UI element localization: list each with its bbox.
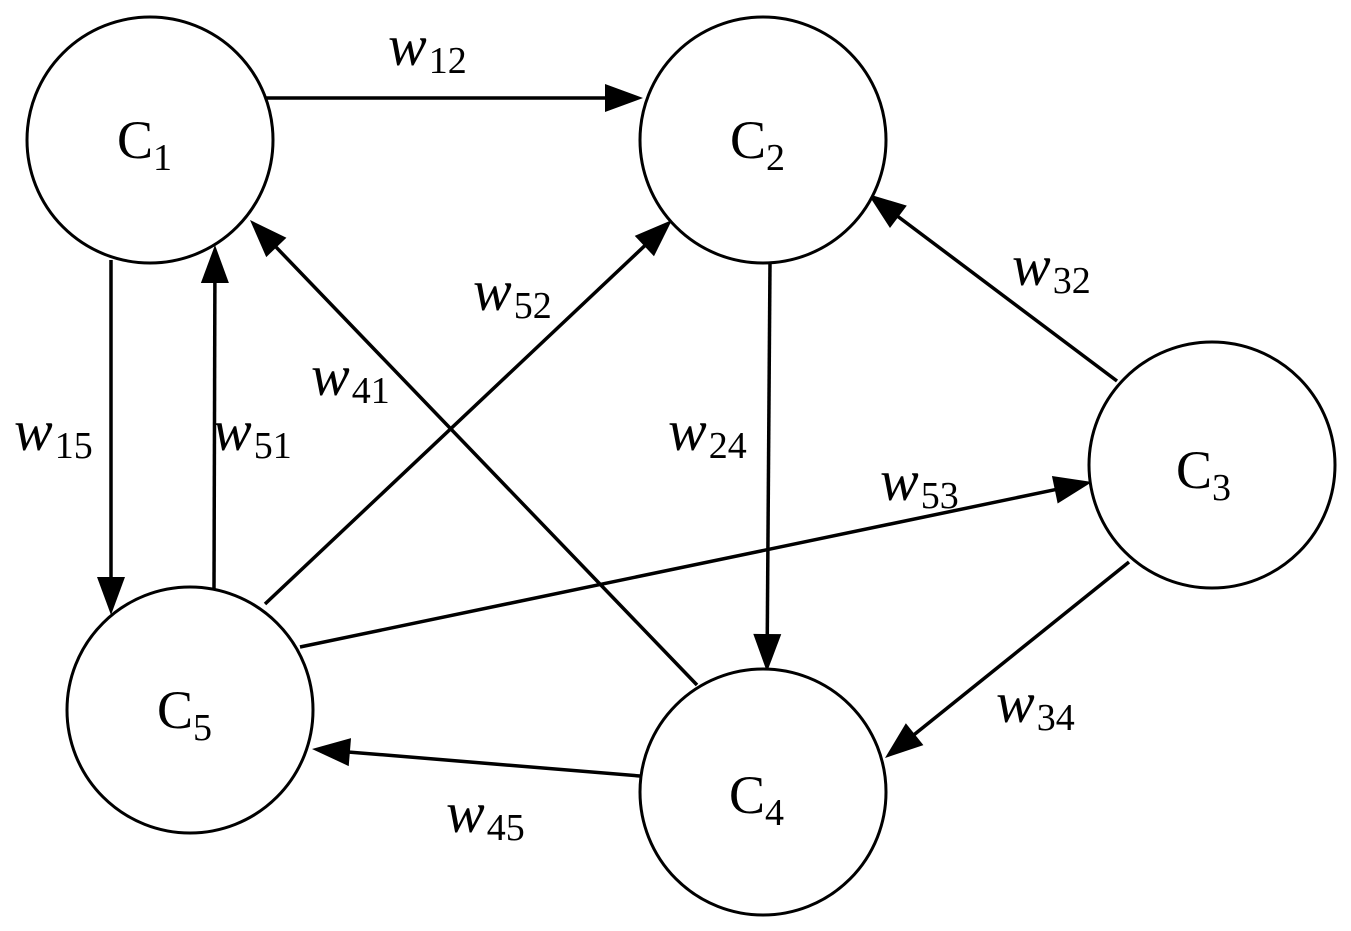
edge-subscript: 34 — [1037, 697, 1075, 739]
edge-label-w12: w12 — [388, 13, 467, 82]
node-label-c5: C5 — [157, 680, 212, 749]
node-c4: C4 — [638, 667, 888, 917]
edge-label-w32: w32 — [1012, 233, 1091, 302]
edge-label-w41: w41 — [311, 343, 390, 412]
node-subscript: 2 — [766, 137, 785, 179]
edge-symbol: w — [213, 398, 252, 463]
edge-symbol: w — [473, 258, 512, 323]
node-letter: C — [730, 110, 766, 170]
edge-line-w32 — [895, 214, 1119, 383]
node-label-c1: C1 — [117, 110, 172, 179]
node-letter: C — [117, 110, 153, 170]
edge-line-w53 — [299, 487, 1058, 649]
edge-subscript: 12 — [429, 40, 467, 82]
edge-line-w52 — [263, 243, 648, 606]
edge-line-w51 — [212, 280, 217, 591]
node-circle-c4 — [638, 667, 888, 917]
edge-subscript: 41 — [352, 370, 390, 412]
node-letter: C — [157, 680, 193, 740]
arrowhead-w53 — [1051, 476, 1092, 504]
edge-symbol: w — [311, 343, 350, 408]
edge-symbol: w — [388, 13, 427, 78]
edge-subscript: 32 — [1053, 260, 1091, 302]
arrowhead-w24 — [753, 633, 782, 672]
edge-w12 — [266, 84, 643, 112]
edge-subscript: 53 — [921, 475, 959, 517]
node-subscript: 4 — [765, 792, 784, 834]
node-subscript: 3 — [1212, 467, 1231, 509]
edge-subscript: 15 — [55, 425, 93, 467]
edge-subscript: 45 — [487, 807, 525, 849]
arrowhead-w45 — [312, 738, 352, 767]
edge-label-w34: w34 — [996, 670, 1075, 739]
edge-w51 — [200, 245, 229, 591]
arrowhead-w51 — [200, 245, 229, 284]
edge-subscript: 52 — [514, 285, 552, 327]
edge-subscript: 24 — [709, 425, 747, 467]
edges-layer — [97, 84, 1131, 778]
edge-w53 — [299, 476, 1092, 649]
edge-line-w41 — [273, 244, 699, 687]
node-c2: C2 — [638, 15, 888, 265]
edge-line-w34 — [911, 560, 1131, 737]
node-subscript: 5 — [193, 707, 212, 749]
edge-w15 — [97, 260, 125, 615]
edge-symbol: w — [996, 670, 1035, 735]
node-circle-c3 — [1087, 340, 1337, 590]
edge-line-w24 — [765, 261, 772, 637]
edge-symbol: w — [1012, 233, 1051, 298]
edge-w45 — [312, 738, 641, 778]
node-label-c3: C3 — [1176, 440, 1231, 509]
edge-subscript: 51 — [254, 425, 292, 467]
arrowhead-w12 — [605, 84, 643, 112]
edge-label-w51: w51 — [213, 398, 292, 467]
arrowhead-w32 — [868, 194, 907, 229]
node-c3: C3 — [1087, 340, 1337, 590]
node-circle-c2 — [638, 15, 888, 265]
arrowhead-w52 — [634, 220, 672, 257]
edge-label-w15: w15 — [14, 398, 93, 467]
edge-w24 — [753, 261, 782, 672]
node-label-c2: C2 — [730, 110, 785, 179]
edge-symbol: w — [880, 448, 919, 513]
node-subscript: 1 — [153, 137, 172, 179]
node-letter: C — [729, 765, 765, 825]
node-label-c4: C4 — [729, 765, 784, 834]
node-letter: C — [1176, 440, 1212, 500]
arrowhead-w15 — [97, 577, 125, 615]
edge-w52 — [263, 220, 672, 606]
arrowhead-w34 — [885, 723, 924, 758]
arrowhead-w41 — [250, 220, 287, 258]
edge-label-w53: w53 — [880, 448, 959, 517]
edge-w41 — [250, 220, 699, 687]
node-circle-c5 — [65, 585, 315, 835]
edge-symbol: w — [668, 398, 707, 463]
edge-symbol: w — [446, 780, 485, 845]
node-c1: C1 — [25, 15, 275, 265]
edge-label-w45: w45 — [446, 780, 525, 849]
edge-w32 — [868, 194, 1119, 383]
node-c5: C5 — [65, 585, 315, 835]
edge-symbol: w — [14, 398, 53, 463]
edge-line-w45 — [347, 750, 641, 778]
node-circle-c1 — [25, 15, 275, 265]
edge-label-w24: w24 — [668, 398, 747, 467]
edge-w34 — [885, 560, 1131, 758]
edge-label-w52: w52 — [473, 258, 552, 327]
